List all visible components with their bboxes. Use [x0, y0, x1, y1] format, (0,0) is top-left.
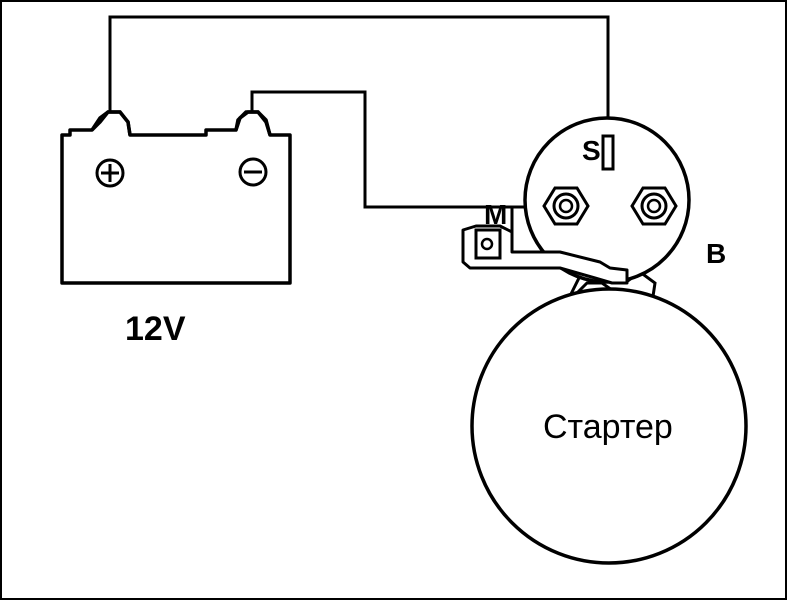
m-strap-bolt-icon: [480, 237, 494, 251]
b-terminal-nut-icon: [630, 186, 678, 226]
wire-positive-to-s: [108, 15, 610, 145]
starter-body-label: Стартер: [543, 408, 673, 446]
s-terminal: [601, 134, 615, 171]
m-strap: [461, 224, 629, 285]
starter-motor-body: [470, 287, 748, 565]
m-terminal-nut-icon: [542, 186, 590, 226]
terminal-s-label: S: [582, 135, 601, 166]
terminal-m-label: M: [484, 199, 507, 230]
negative-terminal-icon: [238, 157, 268, 187]
battery-body: [60, 110, 292, 285]
positive-post: [90, 110, 132, 136]
wire-negative-to-m: [250, 90, 543, 209]
m-strap-lug: [474, 228, 502, 260]
negative-post: [234, 110, 272, 136]
battery: 12V: [60, 110, 292, 348]
terminal-b-label: B: [706, 238, 726, 269]
positive-terminal-icon: [95, 158, 125, 188]
battery-voltage-label: 12V: [125, 310, 186, 348]
starter: S M B Стартер: [461, 116, 748, 565]
